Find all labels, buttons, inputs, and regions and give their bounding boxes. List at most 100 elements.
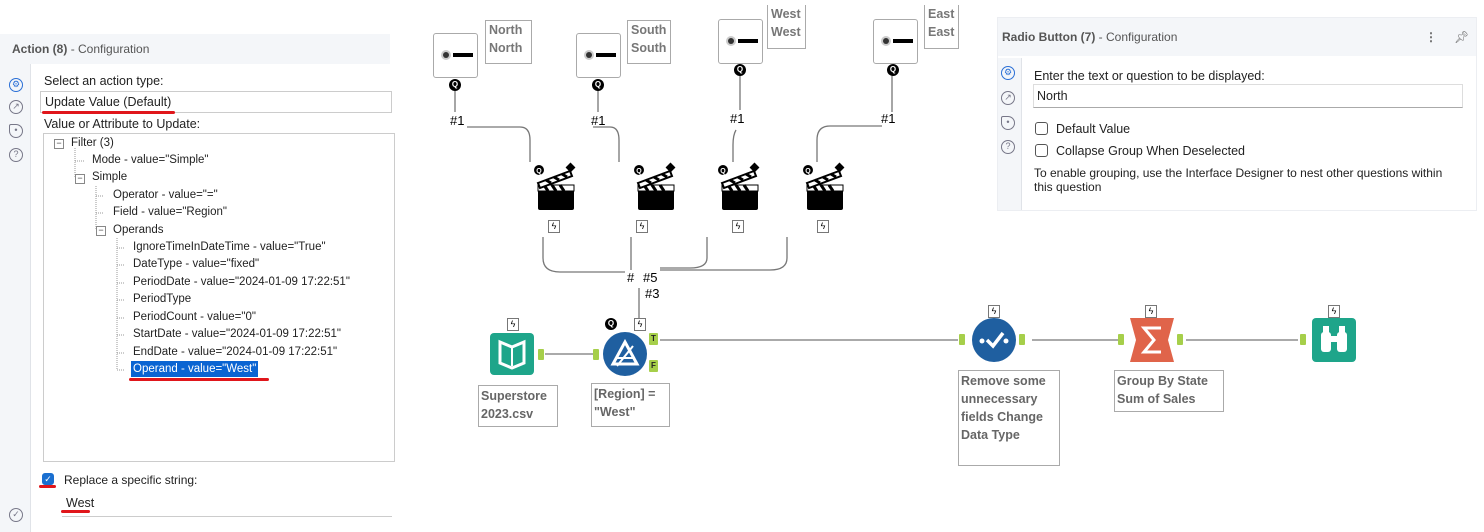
check-circle-icon[interactable]: ✓ (9, 508, 23, 522)
tree-node[interactable]: EndDate - value="2024-01-09 17:22:51" (133, 346, 338, 358)
tree-label: Value or Attribute to Update: (44, 117, 201, 131)
radio-button-tool-north[interactable] (433, 33, 478, 78)
radio-bar-icon (893, 39, 913, 43)
filter-icon (610, 338, 640, 367)
radio-button-tool-south[interactable] (576, 33, 621, 78)
book-icon (498, 339, 526, 370)
collapse-group-label: Collapse Group When Deselected (1056, 144, 1245, 158)
input-anchor[interactable] (593, 349, 599, 360)
tree-node[interactable]: Operands (113, 224, 164, 236)
comment-text: East (928, 7, 955, 21)
tag-icon[interactable]: • (1001, 116, 1015, 130)
gear-icon[interactable]: ⚙ (9, 78, 23, 92)
comment-text: South (631, 23, 667, 37)
action-panel-title: Action (8) (12, 42, 68, 56)
tree-node[interactable]: StartDate - value="2024-01-09 17:22:51" (133, 328, 341, 340)
connection-icon[interactable]: ↗ (1001, 91, 1015, 105)
radio-panel-header: Radio Button (7) - Configuration ⋮ 📌︎ (998, 18, 1476, 56)
tree-node[interactable]: Simple (92, 171, 128, 183)
tree-node[interactable]: Field - value="Region" (113, 206, 227, 218)
tree-collapse-toggle[interactable]: − (96, 226, 106, 236)
sigma-icon (1130, 318, 1174, 362)
tree-node-selected[interactable]: Operand - value="West" (129, 360, 260, 378)
question-anchor-icon: Q (605, 318, 617, 330)
output-anchor[interactable] (1019, 334, 1025, 345)
help-icon[interactable]: ? (1001, 140, 1015, 154)
lightning-anchor-icon: ϟ (1145, 305, 1157, 318)
action-type-label: Select an action type: (44, 74, 164, 88)
input-anchor[interactable] (1300, 334, 1306, 345)
grouping-hint: To enable grouping, use the Interface De… (1034, 166, 1443, 194)
action-tool-4[interactable] (801, 161, 846, 212)
action-tool-3[interactable] (716, 161, 761, 212)
tree-collapse-toggle[interactable]: − (75, 174, 85, 184)
true-anchor[interactable]: T (649, 333, 658, 345)
output-anchor[interactable] (538, 349, 544, 360)
question-anchor-icon: Q (887, 64, 899, 76)
browse-tool[interactable] (1312, 318, 1356, 362)
question-value: North (1037, 89, 1068, 103)
tree-collapse-toggle[interactable]: − (54, 139, 64, 149)
lightning-anchor-icon: ϟ (548, 220, 560, 233)
tree-node[interactable]: PeriodType (133, 293, 192, 305)
summarize-tool-label: Group By State Sum of Sales (1114, 370, 1224, 412)
tree-node[interactable]: PeriodDate - value="2024-01-09 17:22:51" (133, 276, 350, 288)
action-tool-2[interactable] (632, 161, 677, 212)
action-type-value: Update Value (Default) (45, 95, 172, 109)
connection-icon[interactable]: ↗ (9, 100, 23, 114)
comment-text: West (771, 25, 801, 39)
lightning-anchor-icon: ϟ (636, 220, 648, 233)
tree-node[interactable]: Mode - value="Simple" (92, 154, 209, 166)
action-tool-1[interactable] (532, 161, 577, 212)
radio-bar-icon (596, 53, 616, 57)
gear-icon[interactable]: ⚙ (1001, 66, 1015, 80)
filter-tool[interactable] (603, 332, 647, 376)
input-tool-label: Superstore 2023.csv (478, 385, 558, 427)
filter-tool-label: [Region] = "West" (591, 383, 670, 427)
tag-icon[interactable]: • (9, 124, 23, 138)
binoculars-icon (1321, 326, 1347, 352)
highlight-underline (39, 485, 56, 488)
lightning-anchor-icon: ϟ (1328, 305, 1340, 318)
highlight-underline (129, 378, 269, 381)
input-anchor[interactable] (1118, 334, 1124, 345)
default-value-checkbox[interactable] (1035, 122, 1048, 135)
replace-string-input[interactable]: West (62, 492, 392, 517)
more-options-icon[interactable]: ⋮ (1425, 30, 1437, 44)
question-input[interactable]: North (1033, 84, 1463, 108)
replace-string-checkbox[interactable]: ✓ (42, 473, 54, 485)
radio-config-panel: Radio Button (7) - Configuration ⋮ 📌︎ ⚙ … (997, 17, 1477, 211)
select-tool[interactable] (972, 318, 1016, 362)
tree-node[interactable]: DateType - value="fixed" (133, 258, 260, 270)
radio-button-tool-west[interactable] (718, 19, 763, 64)
comment-text: East (928, 25, 955, 39)
pin-icon[interactable]: 📌︎ (1454, 30, 1470, 44)
false-anchor[interactable]: F (649, 360, 658, 372)
tree-node[interactable]: Filter (3) (71, 137, 114, 149)
tree-node[interactable]: Operator - value="=" (113, 189, 218, 201)
radio-panel-subtitle: - Configuration (1098, 30, 1178, 44)
comment-text: North (489, 41, 523, 55)
lightning-anchor-icon: ϟ (732, 220, 744, 233)
collapse-group-checkbox[interactable] (1035, 144, 1048, 157)
input-data-tool[interactable] (490, 333, 534, 375)
comment-text: South (631, 41, 667, 55)
tree-node[interactable]: IgnoreTimeInDateTime - value="True" (133, 241, 326, 253)
link-label: #1 (730, 111, 745, 126)
tree-node[interactable]: PeriodCount - value="0" (133, 311, 256, 323)
attribute-tree[interactable]: − Filter (3) Mode - value="Simple" − Sim… (43, 133, 395, 462)
help-icon[interactable]: ? (9, 148, 23, 162)
summarize-tool[interactable] (1130, 318, 1174, 362)
question-anchor-icon: Q (592, 79, 604, 91)
question-anchor-icon: Q (734, 64, 746, 76)
link-label: #1 (881, 111, 896, 126)
highlight-underline (42, 111, 175, 114)
radio-button-tool-east[interactable] (873, 19, 918, 64)
output-anchor[interactable] (1177, 334, 1183, 345)
action-type-select[interactable]: Update Value (Default) (40, 91, 392, 113)
input-anchor[interactable] (959, 334, 965, 345)
